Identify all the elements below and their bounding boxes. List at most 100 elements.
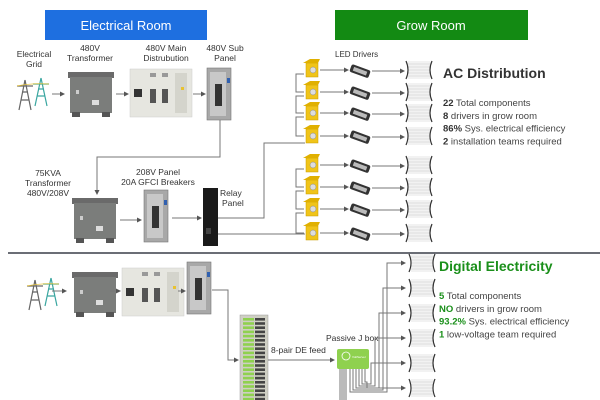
stat-value: 2 [443, 136, 448, 147]
stat-text: Total components [454, 98, 531, 109]
electrical-room-title: Electrical Room [80, 18, 171, 33]
stat-text: installation teams required [448, 136, 562, 147]
rack-slot [255, 351, 265, 355]
rack-slot [243, 397, 254, 400]
de-feed-label: 8-pair DE feed [271, 345, 326, 355]
outlet-icon [302, 197, 321, 217]
rack-slot [243, 322, 254, 325]
ac-fixture-rows [295, 58, 433, 243]
stat-line: 93.2% Sys. electrical efficiency [439, 317, 569, 328]
rack-slot [255, 389, 265, 392]
rack-slot [243, 385, 254, 388]
stat-line: 86% Sys. electrical efficiency [443, 124, 566, 135]
stat-line: 1 low-voltage team required [439, 329, 556, 340]
led-driver-icon [349, 130, 371, 145]
led-fixture-icon [408, 378, 436, 398]
wire [361, 360, 406, 385]
led-driver-icon [349, 159, 371, 174]
rack-slot [243, 351, 254, 355]
de-power-rack-icon [239, 314, 269, 400]
stat-text: drivers in grow room [448, 111, 537, 122]
rack-slot [243, 389, 254, 392]
stat-text: Sys. electrical efficiency [462, 124, 566, 135]
stat-text: Sys. electrical efficiency [466, 317, 570, 328]
main-distribution-icon [129, 68, 193, 118]
outlet-icon [302, 58, 321, 78]
rack-slot [243, 372, 254, 376]
rack-slot [243, 347, 254, 350]
transformer-480-icon [68, 72, 114, 117]
ac-stats: 22 Total components 8 drivers in grow roo… [443, 98, 566, 147]
sub-panel-icon [206, 67, 232, 121]
outlet-icon [302, 175, 321, 195]
led-driver-icon [349, 181, 371, 196]
stat-line: 22 Total components [443, 98, 531, 109]
rack-slot [255, 360, 265, 363]
rack-slot [243, 330, 254, 334]
rack-slot [243, 355, 254, 359]
electrical-grid-icon [16, 77, 50, 111]
jbox-logo: VoltServer [352, 355, 366, 359]
wire [358, 335, 406, 387]
stat-line: 5 Total components [439, 291, 521, 302]
wire [352, 285, 406, 391]
rack-slot [243, 376, 254, 380]
rack-slot [255, 322, 265, 325]
led-fixture-icon [408, 253, 436, 273]
led-fixture-icon [405, 199, 433, 219]
led-fixture-icon [408, 353, 436, 373]
main-distribution-label: 480V Main [146, 43, 187, 53]
rack-slot [255, 385, 265, 388]
rack-slot [243, 318, 254, 321]
rack-slot [255, 347, 265, 350]
wire [295, 168, 304, 188]
rack-slot [255, 376, 265, 380]
led-fixture-icon [405, 60, 433, 80]
de-wires [52, 288, 335, 363]
stat-line: NO drivers in grow room [439, 304, 542, 315]
grid-label: Electrical [17, 49, 52, 59]
transformer-480-icon-de [72, 272, 118, 317]
rack-slot [255, 326, 265, 329]
transformer-75kva-label: 75KVA [35, 168, 61, 178]
led-drivers-label: LED Drivers [335, 50, 378, 59]
grow-room-title: Grow Room [396, 18, 465, 33]
relay-panel-label: Relay [220, 188, 242, 198]
stat-line: 8 drivers in grow room [443, 111, 537, 122]
rack-slot [255, 393, 265, 397]
jbox-label: Passive J box [326, 333, 379, 343]
stat-value: NO [439, 304, 453, 315]
led-fixture-icon [405, 155, 433, 175]
stat-text: Total components [444, 291, 521, 302]
electrical-grid-icon-de [26, 277, 60, 311]
outlet-icon [302, 124, 321, 144]
rack-slot [243, 339, 254, 342]
rack-slot [255, 330, 265, 334]
wire [364, 369, 406, 391]
led-fixture-icon [405, 177, 433, 197]
wire [295, 95, 304, 114]
grow-room-header [335, 10, 528, 40]
stat-value: 1 [439, 329, 445, 340]
led-fixture-icon [405, 126, 433, 146]
rack-slot [243, 381, 254, 384]
ac-wires [52, 91, 305, 235]
panel-208-label: 208V Panel [136, 167, 180, 177]
outlet-icon [302, 153, 321, 173]
transformer-480-label: 480V [80, 43, 100, 53]
passive-jbox-icon: VoltServer [337, 349, 369, 369]
outlet-icon [302, 221, 321, 241]
rack-slot [255, 339, 265, 342]
stat-line: 2 installation teams required [443, 136, 562, 147]
stat-text: low-voltage team required [444, 329, 556, 340]
stat-value: 93.2% [439, 317, 466, 328]
rack-slot [255, 372, 265, 376]
stat-value: 22 [443, 98, 454, 109]
rack-slot [243, 393, 254, 397]
